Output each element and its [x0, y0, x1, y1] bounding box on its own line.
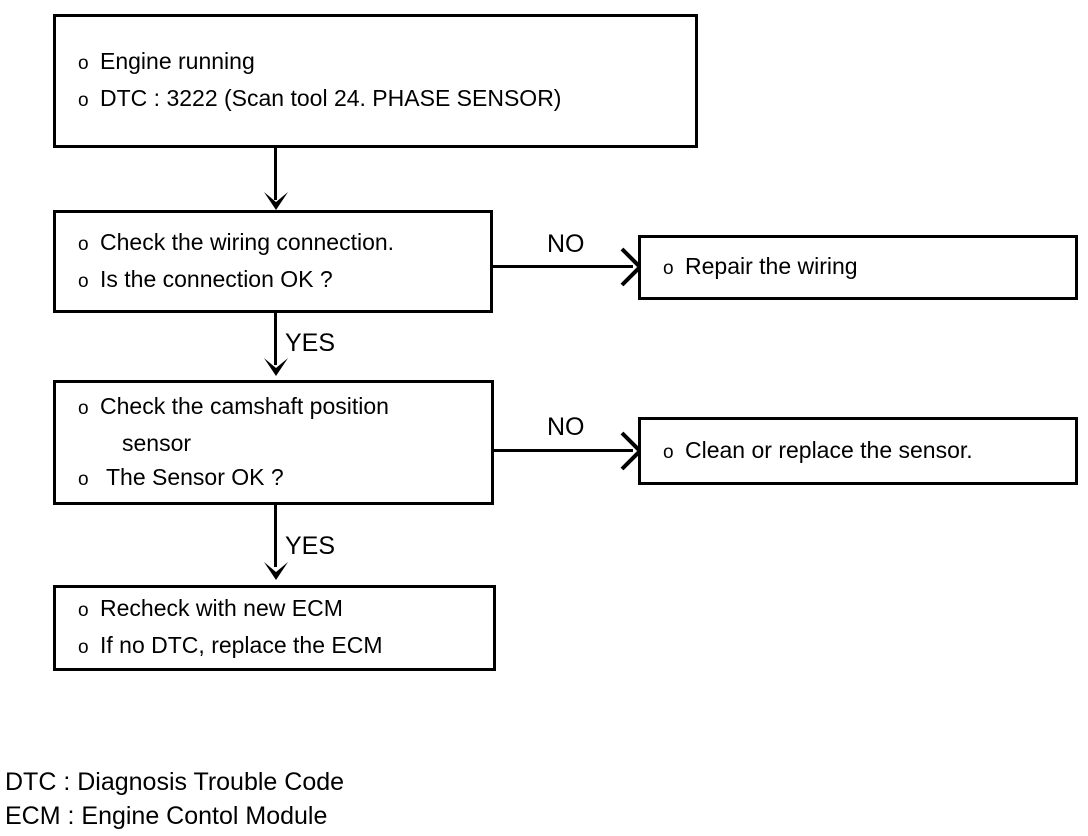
node-recheck-ecm: o Recheck with new ECM o If no DTC, repl… — [53, 585, 496, 671]
node-check-wiring-text-1: Check the wiring connection. — [100, 228, 395, 255]
node-start-line-2: o DTC : 3222 (Scan tool 24. PHASE SENSOR… — [56, 81, 695, 118]
node-repair-wiring: o Repair the wiring — [638, 235, 1078, 300]
node-check-sensor-text-2: The Sensor OK ? — [100, 463, 284, 490]
edge-label-no-sensor: NO — [547, 413, 585, 441]
node-start-text-2: DTC : 3222 (Scan tool 24. PHASE SENSOR) — [100, 85, 562, 111]
node-check-wiring-line-1: o Check the wiring connection. — [56, 225, 490, 262]
node-clean-sensor-line-1: o Clean or replace the sensor. — [641, 433, 1075, 470]
legend-dtc: DTC : Diagnosis Trouble Code — [5, 768, 345, 796]
edge-label-yes-wiring: YES — [285, 329, 336, 357]
connector-sensor-to-ecm — [274, 505, 277, 567]
node-check-sensor-text-continuation: sensor — [122, 429, 192, 456]
bullet-marker: o — [78, 233, 89, 255]
node-recheck-ecm-line-2: o If no DTC, replace the ECM — [56, 628, 493, 665]
edge-label-no-wiring: NO — [547, 230, 585, 258]
bullet-marker: o — [78, 468, 89, 490]
node-check-wiring-text-2: Is the connection OK ? — [100, 265, 333, 292]
bullet-marker: o — [78, 53, 89, 74]
connector-wiring-no — [493, 265, 633, 268]
node-clean-sensor: o Clean or replace the sensor. — [638, 417, 1078, 485]
node-check-sensor-line-2: o The Sensor OK ? — [56, 460, 491, 497]
connector-sensor-no — [494, 449, 633, 452]
bullet-marker: o — [663, 441, 674, 463]
node-clean-sensor-text-1: Clean or replace the sensor. — [685, 436, 973, 463]
node-check-wiring: o Check the wiring connection. o Is the … — [53, 210, 493, 313]
bullet-marker: o — [78, 397, 89, 419]
bullet-marker: o — [78, 270, 89, 292]
bullet-marker: o — [78, 600, 89, 621]
node-check-sensor: o Check the camshaft position sensor o T… — [53, 380, 494, 505]
bullet-marker: o — [78, 637, 89, 658]
legend-ecm: ECM : Engine Contol Module — [5, 802, 328, 830]
node-repair-wiring-line-1: o Repair the wiring — [641, 249, 1075, 286]
node-start: o Engine running o DTC : 3222 (Scan tool… — [53, 14, 698, 148]
node-start-line-1: o Engine running — [56, 44, 695, 81]
connector-wiring-to-sensor — [274, 313, 277, 365]
bullet-marker: o — [78, 90, 89, 111]
connector-start-to-wiring — [274, 148, 277, 200]
node-recheck-ecm-text-1: Recheck with new ECM — [100, 595, 343, 621]
node-check-sensor-line-1: o Check the camshaft position — [56, 389, 491, 426]
node-recheck-ecm-line-1: o Recheck with new ECM — [56, 591, 493, 628]
node-start-text-1: Engine running — [100, 48, 255, 74]
bullet-marker: o — [663, 258, 674, 279]
node-check-wiring-line-2: o Is the connection OK ? — [56, 262, 490, 299]
node-check-sensor-text-1: Check the camshaft position — [100, 392, 389, 419]
node-repair-wiring-text-1: Repair the wiring — [685, 253, 858, 279]
edge-label-yes-sensor: YES — [285, 532, 336, 560]
node-recheck-ecm-text-2: If no DTC, replace the ECM — [100, 632, 383, 658]
